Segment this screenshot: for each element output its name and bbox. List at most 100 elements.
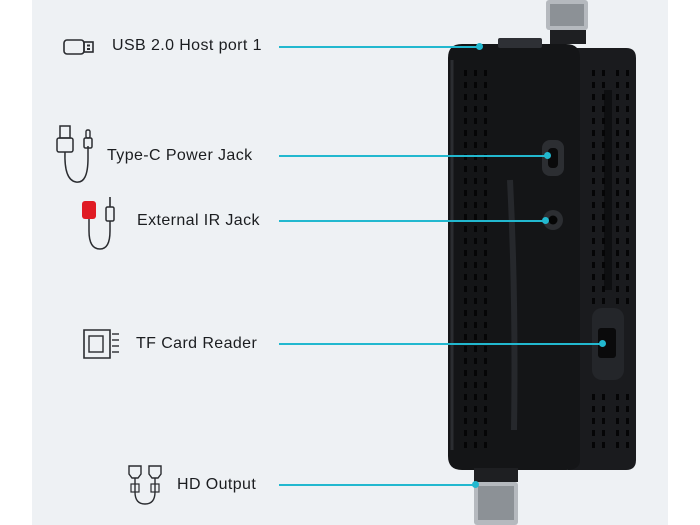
vent-slot [616, 70, 619, 76]
vent-slot [464, 226, 467, 232]
label-external-ir-jack: External IR Jack [137, 212, 260, 229]
tf-card-slot [592, 308, 624, 380]
vent-slot [626, 442, 629, 448]
vent-slot [616, 82, 619, 88]
vent-slot [616, 430, 619, 436]
vent-slot [464, 322, 467, 328]
vent-slot [474, 226, 477, 232]
vent-slot [474, 130, 477, 136]
vent-slot [474, 250, 477, 256]
vent-slot [464, 418, 467, 424]
leader-line-usb-host-port [279, 46, 479, 48]
vent-slot [474, 418, 477, 424]
vent-slot [602, 430, 605, 436]
vent-slot [464, 274, 467, 280]
vent-slot [474, 298, 477, 304]
vent-slot [464, 178, 467, 184]
vent-slot [474, 190, 477, 196]
vent-slot [602, 130, 605, 136]
vent-slot [474, 274, 477, 280]
vent-slot [592, 262, 595, 268]
vent-slot [464, 358, 467, 364]
vent-slot [464, 238, 467, 244]
vent-slot [602, 226, 605, 232]
vent-slot [592, 226, 595, 232]
vent-slot [616, 274, 619, 280]
vent-slot [464, 382, 467, 388]
vent-slot [484, 298, 487, 304]
vent-slot [474, 346, 477, 352]
vent-slot [474, 286, 477, 292]
vent-slot [592, 166, 595, 172]
vent-slot [464, 394, 467, 400]
vent-slot [602, 142, 605, 148]
vent-slot [626, 190, 629, 196]
vent-slot [602, 286, 605, 292]
vent-slot [626, 418, 629, 424]
vent-slot [602, 118, 605, 124]
vent-slot [616, 190, 619, 196]
vent-slot [474, 370, 477, 376]
vent-slot [626, 154, 629, 160]
vent-slot [474, 118, 477, 124]
vent-slot [616, 166, 619, 172]
vent-slot [484, 430, 487, 436]
vent-slot [626, 202, 629, 208]
vent-slot [602, 154, 605, 160]
ir-cable-icon [82, 197, 115, 250]
type-c-port [542, 140, 564, 176]
vent-slot [626, 106, 629, 112]
vent-slot [474, 334, 477, 340]
vent-slot [592, 418, 595, 424]
leader-dot-hd-output [472, 481, 479, 488]
vent-slot [616, 118, 619, 124]
vent-slot [592, 178, 595, 184]
vent-slot [484, 274, 487, 280]
vent-slot [616, 442, 619, 448]
vent-slot [626, 118, 629, 124]
vent-slot [484, 226, 487, 232]
vent-slot [464, 250, 467, 256]
vent-slot [474, 202, 477, 208]
vent-slot [484, 286, 487, 292]
vent-slot [592, 154, 595, 160]
vent-slot [484, 70, 487, 76]
vent-slot [464, 130, 467, 136]
vent-slot [484, 394, 487, 400]
vent-slot [616, 286, 619, 292]
vent-slot [616, 262, 619, 268]
vent-slot [474, 70, 477, 76]
vent-slot [592, 94, 595, 100]
vent-slot [474, 238, 477, 244]
vent-slot [464, 118, 467, 124]
vent-slot [592, 394, 595, 400]
vent-slot [616, 202, 619, 208]
vent-slot [592, 406, 595, 412]
vent-slot [484, 322, 487, 328]
vent-slot [592, 118, 595, 124]
vent-slot [464, 430, 467, 436]
hdmi-plug-top [546, 0, 588, 44]
vent-slot [602, 442, 605, 448]
vent-slot [602, 250, 605, 256]
vent-slot [592, 286, 595, 292]
vent-slot [592, 214, 595, 220]
vent-slot [602, 178, 605, 184]
vent-slot [484, 178, 487, 184]
vent-slot [626, 394, 629, 400]
vent-slot [626, 250, 629, 256]
leader-dot-external-ir-jack [542, 217, 549, 224]
vent-slot [592, 190, 595, 196]
vent-slot [626, 70, 629, 76]
vent-slot [484, 190, 487, 196]
vent-slot [464, 346, 467, 352]
hdmi-cable-icon [128, 465, 162, 505]
vent-slot [464, 214, 467, 220]
label-hd-output: HD Output [177, 476, 257, 493]
vent-slot [464, 202, 467, 208]
vent-slot [592, 82, 595, 88]
vent-slot [602, 202, 605, 208]
vent-slot [474, 382, 477, 388]
vent-slot [484, 418, 487, 424]
